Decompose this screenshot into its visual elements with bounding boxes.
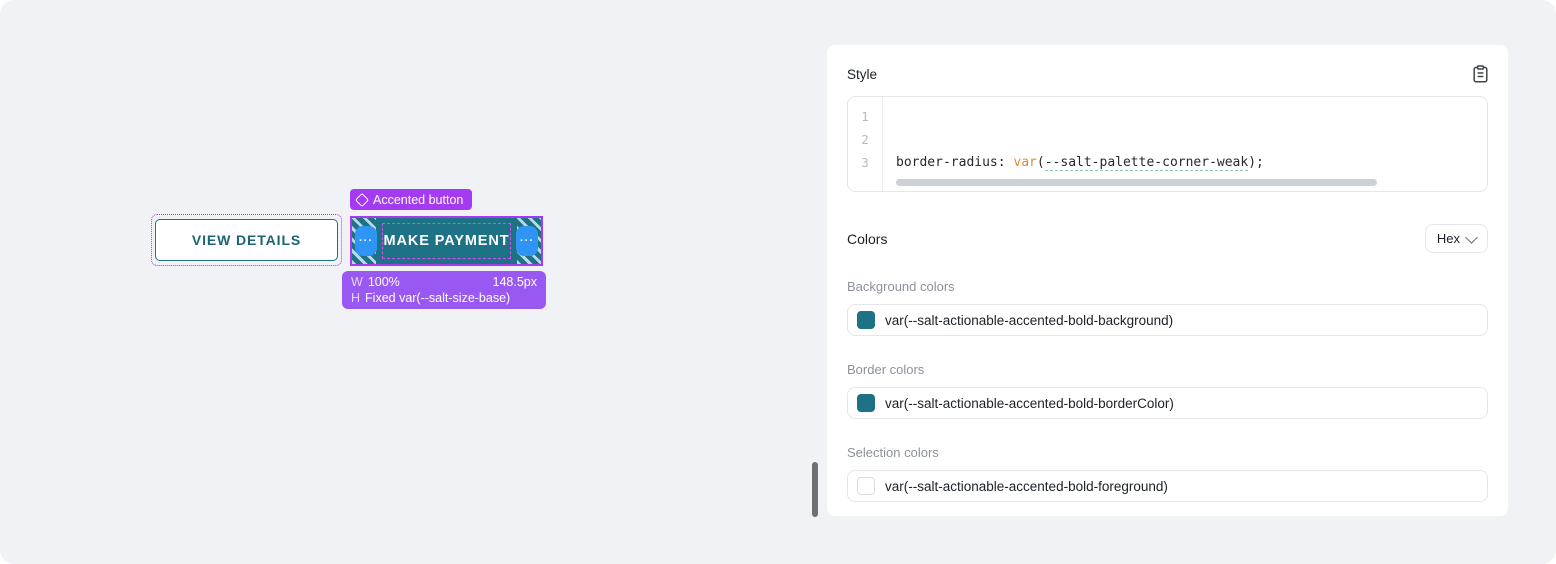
- color-swatch: [857, 311, 875, 329]
- color-swatch: [857, 394, 875, 412]
- css-code-lines: border-radius: var(--salt-palette-corner…: [883, 97, 1487, 191]
- component-badge: Accented button: [350, 189, 473, 210]
- color-variable-name: var(--salt-actionable-accented-bold-bord…: [885, 395, 1174, 411]
- clipboard-icon: [1473, 65, 1488, 83]
- line-number: 1: [861, 109, 869, 124]
- resize-handle-right[interactable]: ···: [516, 226, 538, 256]
- background-color-row[interactable]: var(--salt-actionable-accented-bold-back…: [847, 304, 1488, 336]
- make-payment-selection[interactable]: MAKE PAYMENT ··· ···: [350, 216, 543, 266]
- color-variable-name: var(--salt-actionable-accented-bold-back…: [885, 312, 1174, 328]
- inspect-panel: Style 1 2 3 border-radius: var(--salt-pa…: [827, 45, 1508, 516]
- line-number: 3: [861, 155, 869, 170]
- style-section-header: Style: [847, 65, 1488, 83]
- height-value: Fixed var(--salt-size-base): [365, 291, 511, 305]
- selection-colors-label: Selection colors: [847, 445, 939, 460]
- view-details-button[interactable]: VIEW DETAILS: [155, 219, 338, 261]
- selection-outline-secondary: VIEW DETAILS: [151, 214, 342, 266]
- size-tooltip-height-row: H Fixed var(--salt-size-base): [351, 290, 537, 306]
- copy-code-button[interactable]: [1473, 65, 1488, 83]
- size-tooltip: W 100% 148.5px H Fixed var(--salt-size-bas…: [342, 271, 546, 309]
- size-tooltip-width-row: W 100% 148.5px: [351, 274, 537, 290]
- css-code-block[interactable]: 1 2 3 border-radius: var(--salt-palette-…: [847, 96, 1488, 192]
- background-colors-label: Background colors: [847, 279, 955, 294]
- selection-color-row[interactable]: var(--salt-actionable-accented-bold-fore…: [847, 470, 1488, 502]
- color-variable-name: var(--salt-actionable-accented-bold-fore…: [885, 478, 1168, 494]
- resize-handle-left[interactable]: ···: [355, 226, 377, 256]
- make-payment-button[interactable]: MAKE PAYMENT: [383, 233, 510, 249]
- color-format-dropdown[interactable]: Hex: [1424, 224, 1488, 253]
- component-diamond-icon: [354, 192, 370, 207]
- border-colors-label: Border colors: [847, 362, 925, 377]
- line-number-gutter: 1 2 3: [848, 97, 883, 191]
- color-swatch: [857, 477, 875, 495]
- colors-section-title: Colors: [847, 230, 888, 247]
- component-badge-label: Accented button: [373, 192, 464, 207]
- chevron-down-icon: [1465, 230, 1478, 244]
- line-number: 2: [861, 132, 869, 147]
- border-color-row[interactable]: var(--salt-actionable-accented-bold-bord…: [847, 387, 1488, 419]
- width-pixels: 148.5px: [492, 275, 537, 289]
- style-section-title: Style: [847, 66, 878, 82]
- horizontal-scrollbar[interactable]: [896, 179, 1377, 186]
- vertical-scrollbar[interactable]: [812, 462, 818, 517]
- width-value: 100%: [367, 275, 400, 289]
- colors-section-header: Colors Hex: [847, 224, 1488, 253]
- css-line-border-radius: border-radius: var(--salt-palette-corner…: [896, 155, 1264, 171]
- width-key: W: [351, 275, 363, 289]
- height-key: H: [351, 291, 361, 305]
- color-format-value: Hex: [1436, 231, 1460, 246]
